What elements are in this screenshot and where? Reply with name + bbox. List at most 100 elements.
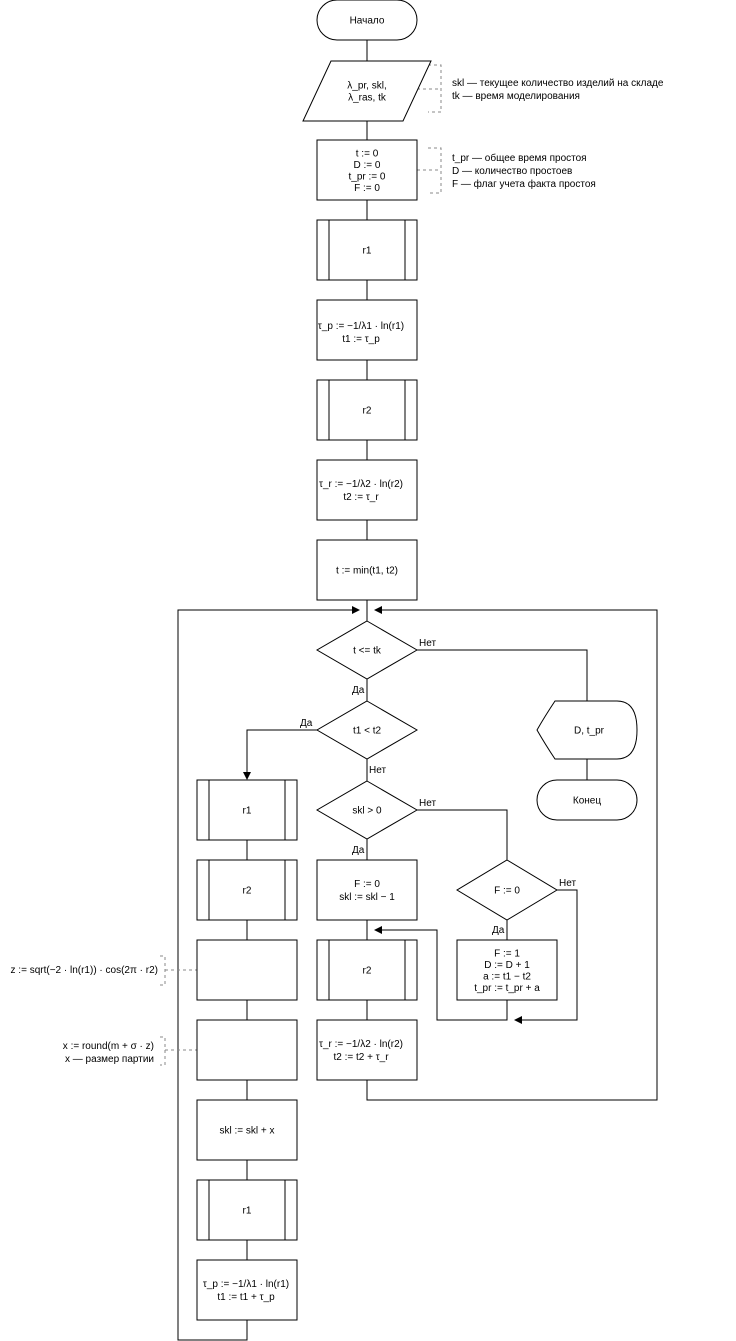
edge-label-no-f: Нет — [559, 878, 576, 889]
tmin-process — [316, 539, 418, 601]
edge-label-no-t: Нет — [419, 638, 436, 649]
output-display — [536, 700, 638, 760]
edge-label-yes-skl: Да — [352, 845, 365, 856]
tau-p-loop-label: τ_p := −1/λ1 · ln(r1) t1 := t1 + τ_p — [203, 1279, 289, 1303]
cond-t1t2-decision — [316, 700, 418, 760]
tau-p-loop-label-line: τ_p := −1/λ1 · ln(r1) — [203, 1279, 289, 1290]
skl-add-label-line: skl := skl + x — [219, 1126, 274, 1137]
edge-label-no-skl: Нет — [419, 798, 436, 809]
r2-subprocess-b — [196, 859, 298, 921]
r2-subprocess-a — [316, 379, 418, 441]
z-process — [196, 939, 298, 1001]
edge-label-yes-t: Да — [352, 685, 365, 696]
r1-label-b: r1 — [243, 806, 252, 817]
init-label-line: t_pr := 0 — [349, 171, 386, 182]
f0-dec-process — [316, 859, 418, 921]
cond-skl-label: skl > 0 — [352, 806, 382, 817]
r2-label-a: r2 — [363, 406, 372, 417]
cond-t-label: t <= tk — [353, 646, 382, 657]
f1-block-label-line: t_pr := t_pr + a — [474, 983, 540, 994]
tau-p-init-label-line: t1 := τ_p — [342, 334, 380, 345]
r2-label-b-line: r2 — [243, 886, 252, 897]
f1-block-process — [456, 939, 558, 1001]
tau-r-init-label-line: τ_r := −1/λ2 · ln(r2) — [319, 479, 403, 490]
comment-input-line: tk — время моделирования — [452, 91, 580, 102]
end-terminal — [536, 779, 638, 821]
comment-init-line: F — флаг учета факта простоя — [452, 178, 596, 190]
comment-init-line: t_pr — общее время простоя — [452, 152, 587, 164]
tau-p-init-label-line: τ_p := −1/λ1 · ln(r1) — [318, 321, 404, 332]
input-parallelogram — [302, 60, 432, 122]
shapes — [196, 0, 638, 1321]
tau-p-init-process — [316, 299, 418, 361]
init-label-line: t := 0 — [356, 148, 379, 159]
cond-skl-label-line: skl > 0 — [352, 806, 382, 817]
start-terminal — [316, 0, 418, 41]
r1-label-a: r1 — [363, 246, 372, 257]
r1-subprocess-c — [196, 1179, 298, 1241]
cond-t1t2-label: t1 < t2 — [353, 726, 382, 737]
end-label-line: Конец — [573, 796, 601, 807]
tau-r-init-label: τ_r := −1/λ2 · ln(r2)t2 := τ_r — [319, 479, 403, 503]
edge-labels: Нет Да Да Нет Нет Да Нет Да — [300, 638, 576, 936]
comment-x-line: x — размер партии — [65, 1054, 154, 1065]
cond-t-label-line: t <= tk — [353, 646, 382, 657]
comment-z-line: z := sqrt(−2 · ln(r1)) · cos(2π · r2) — [11, 965, 158, 976]
init-label-line: D := 0 — [354, 160, 381, 171]
output-label: D, t_pr — [574, 726, 605, 737]
tau-p-loop-label-line: t1 := t1 + τ_p — [217, 1292, 275, 1303]
comment-x: x := round(m + σ · z)x — размер партии — [63, 1041, 154, 1065]
input-label-line: λ_ras, tk — [348, 93, 387, 104]
comments: skl — текущее количество изделий на скла… — [11, 78, 664, 1065]
r2-label-a-line: r2 — [363, 406, 372, 417]
r2-label-b: r2 — [243, 886, 252, 897]
end-label: Конец — [573, 796, 601, 807]
tau-r-loop-label-line: t2 := t2 + τ_r — [333, 1052, 389, 1063]
r2-label-c-line: r2 — [363, 966, 372, 977]
comment-z: z := sqrt(−2 · ln(r1)) · cos(2π · r2) — [11, 965, 158, 976]
input-label-line: λ_pr, skl, — [347, 81, 386, 92]
start-label-line: Начало — [350, 16, 385, 27]
tmin-label-line: t := min(t1, t2) — [336, 566, 398, 577]
cond-f-label-line: F := 0 — [494, 886, 520, 897]
r1-subprocess-a — [316, 219, 418, 281]
edge-label-yes-f: Да — [492, 925, 505, 936]
tau-r-loop-process — [316, 1019, 418, 1081]
f1-block-label-line: F := 1 — [494, 948, 520, 959]
tau-r-loop-label: τ_r := −1/λ2 · ln(r2) t2 := t2 + τ_r — [319, 1039, 403, 1063]
start-label: Начало — [350, 16, 385, 27]
f1-block-label-line: D := D + 1 — [484, 960, 530, 971]
tau-p-loop-process — [196, 1259, 298, 1321]
f1-block-label-line: a := t1 − t2 — [483, 971, 531, 982]
init-label-line: F := 0 — [354, 183, 380, 194]
cond-t1t2-label-line: t1 < t2 — [353, 726, 382, 737]
f0-dec-label-line: F := 0 — [354, 879, 380, 890]
r1-label-c: r1 — [243, 1206, 252, 1217]
skl-add-process — [196, 1099, 298, 1161]
skl-add-label: skl := skl + x — [219, 1126, 274, 1137]
tau-r-loop-label-line: τ_r := −1/λ2 · ln(r2) — [319, 1039, 403, 1050]
r1-label-a-line: r1 — [363, 246, 372, 257]
input-label: λ_pr, skl,λ_ras, tk — [347, 81, 387, 104]
r1-label-b-line: r1 — [243, 806, 252, 817]
cond-f-label: F := 0 — [494, 886, 520, 897]
cond-t-decision — [316, 620, 418, 680]
tmin-label: t := min(t1, t2) — [336, 566, 398, 577]
x-process — [196, 1019, 298, 1081]
init-process — [316, 139, 418, 201]
r1-subprocess-b — [196, 779, 298, 841]
cond-f-decision — [456, 859, 558, 921]
edge-label-no-t1t2: Нет — [369, 765, 386, 776]
edge-label-yes-t1t2: Да — [300, 718, 313, 729]
comment-input: skl — текущее количество изделий на скла… — [452, 78, 664, 102]
comment-input-line: skl — текущее количество изделий на скла… — [452, 78, 664, 89]
r2-subprocess-c — [316, 939, 418, 1001]
connectors — [160, 40, 658, 1341]
output-label-line: D, t_pr — [574, 726, 605, 737]
